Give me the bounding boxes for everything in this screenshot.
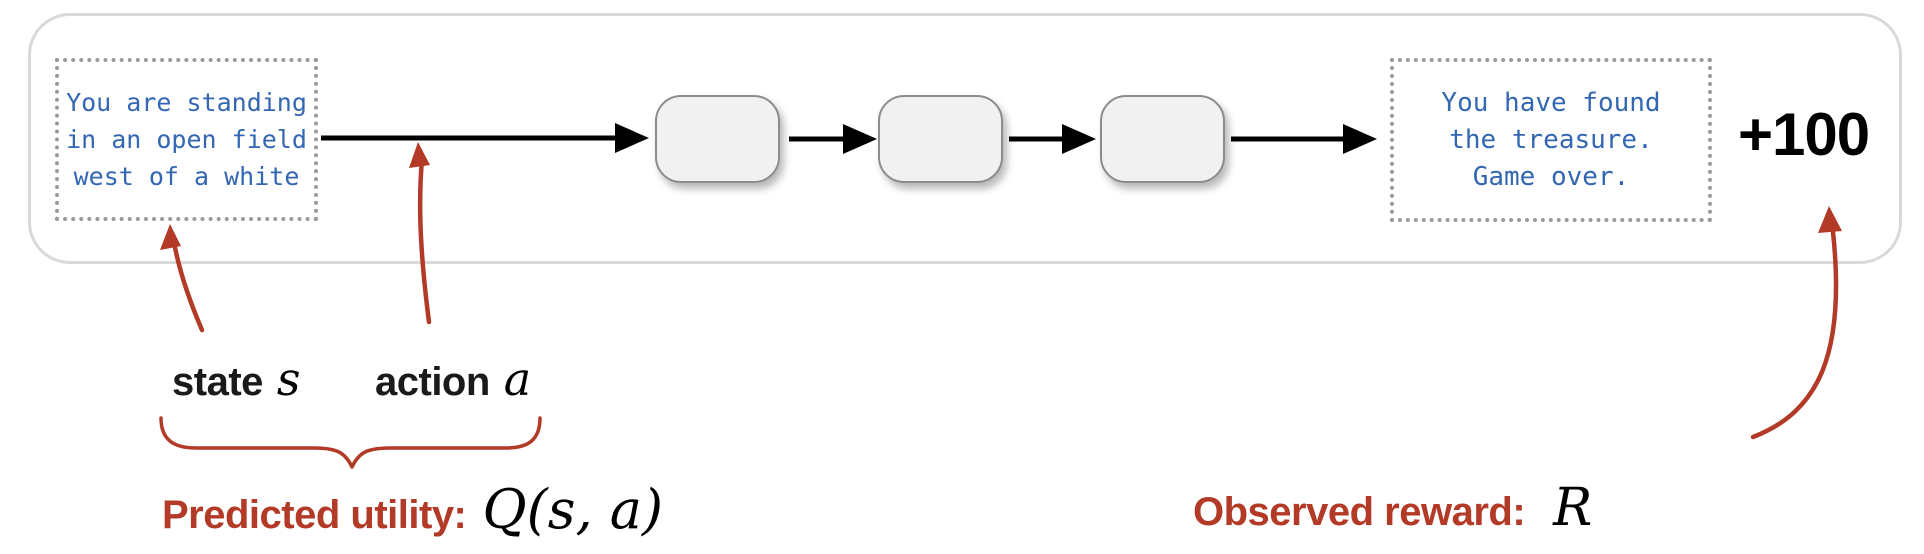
start-state-text-box: You are standing in an open field west o… [55,58,318,221]
state-symbol: s [276,352,301,406]
observed-reward-caption: Observed reward: R [1193,478,1592,538]
state-word: state [172,360,263,404]
end-state-text-box: You have found the treasure. Game over. [1390,58,1712,222]
state-node-2 [878,95,1003,183]
underbrace [159,416,542,469]
predicted-utility-caption: Predicted utility: Q(s, a) [162,478,663,541]
end-state-line: Game over. [1472,161,1630,192]
state-label: state s [172,352,301,406]
action-label: action a [375,352,531,406]
action-word: action [375,360,490,404]
predicted-utility-formula: Q(s, a) [482,478,664,541]
start-state-line: You are standing [66,88,307,117]
observed-reward-label: Observed reward: [1193,490,1526,534]
start-state-line: west of a white [73,162,300,191]
observed-reward-symbol: R [1553,478,1593,538]
end-state-line: the treasure. [1449,124,1653,155]
reward-value: +100 [1738,101,1870,168]
end-state-line: You have found [1441,87,1661,118]
predicted-utility-label: Predicted utility: [162,493,467,537]
start-state-line: in an open field [66,125,307,154]
state-node-1 [655,95,780,183]
state-node-3 [1100,95,1225,183]
action-symbol: a [503,352,532,406]
